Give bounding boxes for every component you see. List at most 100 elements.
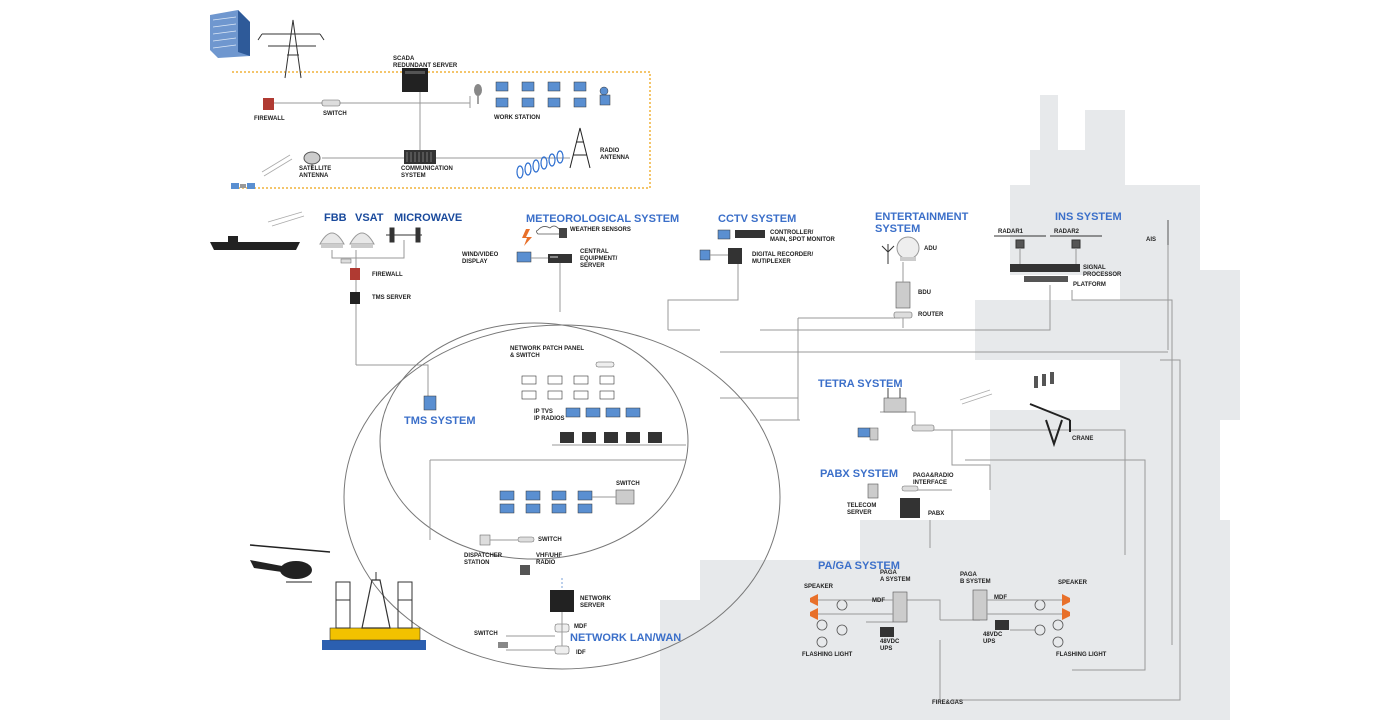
switch-icon — [517, 536, 535, 543]
switch-net-label: SWITCH — [474, 631, 498, 637]
satellite-antenna-label: SATELLITE ANTENNA — [299, 166, 332, 179]
flashing-light-left-label: FLASHING LIGHT — [802, 652, 853, 658]
tms-server-label: TMS SERVER — [372, 295, 411, 301]
pabx-icon — [900, 498, 920, 518]
meteorological-title: METEOROLOGICAL SYSTEM — [526, 213, 680, 225]
computer-icon — [857, 427, 879, 441]
tetra-base-station-icon — [883, 388, 907, 413]
workstation-row-icon — [499, 490, 593, 514]
ups-a-icon — [880, 627, 894, 637]
cctv-title: CCTV SYSTEM — [718, 213, 797, 225]
firewall-label: FIREWALL — [254, 116, 285, 122]
switch-icon — [911, 424, 935, 432]
ins-title: INS SYSTEM — [1055, 211, 1122, 223]
controller-monitor-label: CONTROLLER/ MAIN, SPOT MONITOR — [770, 230, 835, 243]
radio-antenna-icon — [569, 127, 591, 169]
idf-icon — [554, 645, 570, 655]
switch-dispatcher-label: SWITCH — [538, 537, 562, 543]
tms-server-icon — [350, 292, 360, 304]
crane-label: CRANE — [1072, 436, 1094, 442]
microwave-dish-icon — [386, 227, 422, 243]
dispatcher-station-label: DISPATCHER STATION — [464, 553, 503, 566]
radio-wave-icon — [516, 150, 564, 179]
central-equipment-label: CENTRAL EQUIPMENT/ SERVER — [580, 249, 618, 269]
mdf-a-label: MDF — [872, 598, 885, 604]
pabx-title: PABX SYSTEM — [820, 468, 899, 480]
bdu-icon — [895, 281, 911, 309]
network-switch-icon — [498, 642, 508, 648]
vsat-title: VSAT — [355, 212, 384, 224]
patch-panel-icon — [595, 361, 615, 368]
radio-handsets-icon — [1034, 372, 1054, 388]
platform-silhouette — [660, 95, 1240, 720]
speaker-right-label: SPEAKER — [1058, 580, 1088, 586]
platform-icon — [1024, 276, 1068, 282]
firewall-icon — [350, 268, 360, 280]
switch-mid-label: SWITCH — [616, 481, 640, 487]
flashing-light-right-label: FLASHING LIGHT — [1056, 652, 1107, 658]
vsat-dome-icon — [349, 232, 375, 248]
idf-label: IDF — [576, 650, 586, 656]
scada-server-label: SCADA REDUNDANT SERVER — [393, 56, 458, 69]
firewall-icon — [263, 98, 274, 110]
adu-label: ADU — [924, 246, 937, 252]
switch-icon — [340, 258, 352, 264]
network-inner-ellipse — [379, 322, 689, 560]
router-label: ROUTER — [918, 312, 944, 318]
paga-radio-interface-label: PAGA&RADIO INTERFACE — [913, 473, 954, 486]
workstations-icon — [495, 81, 611, 108]
communication-system-label: COMMUNICATION SYSTEM — [401, 166, 453, 179]
radar1-label: RADAR1 — [998, 229, 1024, 235]
digital-recorder-icon — [699, 248, 742, 264]
patch-panel-label: NETWORK PATCH PANEL & SWITCH — [510, 346, 584, 359]
vhf-uhf-radio-label: VHF/UHF RADIO — [536, 553, 562, 566]
ip-tvs-icon — [565, 407, 641, 418]
speaker-left-label: SPEAKER — [804, 584, 834, 590]
power-pylon-icon — [257, 19, 325, 79]
adu-dome-icon — [896, 236, 920, 261]
router-icon — [893, 311, 913, 319]
satellite-antenna-icon — [303, 151, 321, 170]
tms-workstation-icon — [423, 395, 437, 411]
network-server-icon — [550, 590, 574, 612]
work-station-label: WORK STATION — [494, 115, 541, 121]
telecom-server-label: TELECOM SERVER — [847, 503, 877, 516]
drilling-rig-icon — [322, 572, 426, 650]
telecom-server-icon — [867, 483, 879, 499]
mdf-b-label: MDF — [994, 595, 1007, 601]
office-building-icon — [210, 10, 250, 58]
communication-system-icon — [404, 150, 436, 164]
paga-a-system-label: PAGA A SYSTEM — [880, 570, 911, 583]
vhf-radio-icon — [520, 565, 530, 575]
pabx-label: PABX — [928, 511, 945, 517]
ip-radios-icon — [560, 432, 662, 443]
ais-label: AIS — [1146, 237, 1157, 243]
cctv-monitor-icon — [717, 229, 765, 240]
paga-b-system-label: PAGA B SYSTEM — [960, 572, 991, 585]
dispatcher-station-icon — [479, 534, 491, 546]
network-server-label: NETWORK SERVER — [580, 596, 611, 609]
wind-video-display-label: WIND/VIDEO DISPLAY — [462, 252, 499, 265]
switch-icon — [321, 99, 341, 107]
signal-processor-label: SIGNAL PROCESSOR — [1083, 265, 1122, 278]
ip-tvs-radios-label: IP TVs IP RADIOs — [534, 409, 565, 422]
weather-sensors-label: WEATHER SENSORS — [570, 227, 631, 233]
digital-recorder-label: DIGITAL RECORDER/ MUTIPLEXER — [752, 252, 814, 265]
tms-title: TMS SYSTEM — [404, 415, 476, 427]
ups-a-label: 48VDC UPS — [880, 639, 900, 652]
central-equipment-icon — [548, 254, 572, 263]
fbb-dome-icon — [319, 232, 345, 248]
scada-frame — [232, 71, 651, 189]
entertainment-title: ENTERTAINMENT SYSTEM — [875, 211, 969, 235]
fbb-title: FBB — [324, 212, 347, 224]
tetra-title: TETRA SYSTEM — [818, 378, 903, 390]
ship-icon — [210, 236, 300, 250]
network-lan-wan-title: NETWORK LAN/WAN — [570, 632, 682, 644]
helicopter-icon — [249, 544, 331, 583]
switch-label: SWITCH — [323, 111, 347, 117]
switch-icon — [901, 485, 919, 492]
ups-b-label: 48VDC UPS — [983, 632, 1003, 645]
paga-title: PA/GA SYSTEM — [818, 560, 900, 572]
satellite-icon — [231, 183, 255, 189]
